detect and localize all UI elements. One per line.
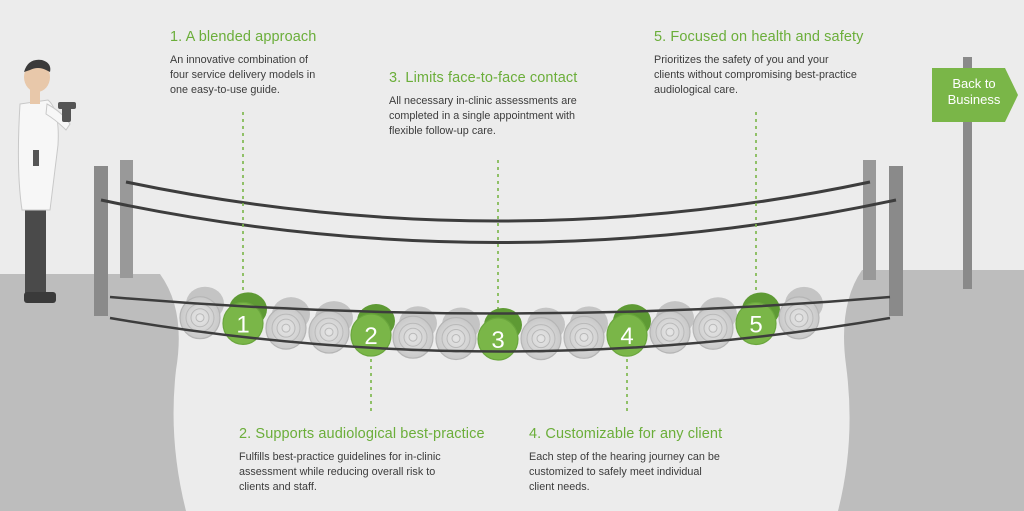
- step-5-title: 5. Focused on health and safety: [654, 29, 864, 45]
- step-1-title: 1. A blended approach: [170, 29, 317, 45]
- back-to-business-label: Back to Business: [932, 76, 1016, 108]
- sign-line-2: Business: [947, 92, 1001, 107]
- step-5-log: 5: [735, 292, 780, 346]
- step-3-line-3: flexible follow-up care.: [389, 125, 496, 137]
- bridge-log: [692, 297, 737, 350]
- step-1-line-3: one easy-to-use guide.: [170, 84, 280, 96]
- bridge-log: [435, 307, 480, 361]
- step-2-number: 2: [364, 323, 377, 350]
- bridge-logs: 1 2 3 4 5: [179, 286, 823, 361]
- step-4-number: 4: [620, 323, 633, 350]
- step-3-caption: 3. Limits face-to-face contact All neces…: [389, 70, 619, 139]
- step-4-description: Each step of the hearing journey can be …: [529, 450, 744, 495]
- step-4-line-3: client needs.: [529, 481, 590, 493]
- deck-rope-top: [109, 295, 891, 315]
- step-3-log: 3: [477, 307, 522, 361]
- deck-rope-bottom: [109, 316, 891, 353]
- left-cliff: [0, 274, 186, 511]
- step-1-number: 1: [236, 311, 249, 338]
- step-2-description: Fulfills best-practice guidelines for in…: [239, 450, 489, 495]
- step-5-line-3: audiological care.: [654, 84, 739, 96]
- step-2-caption: 2. Supports audiological best-practice F…: [239, 426, 489, 495]
- step-3-line-2: completed in a single appointment with: [389, 110, 576, 122]
- bridge-log: [563, 306, 608, 359]
- bridge-log: [778, 286, 823, 340]
- right-post-back: [863, 160, 876, 280]
- step-5-description: Prioritizes the safety of you and your c…: [654, 53, 894, 98]
- step-4-line-2: customized to safely meet individual: [529, 466, 702, 478]
- step-4-caption: 4. Customizable for any client Each step…: [529, 426, 744, 495]
- step-1-log: 1: [222, 292, 267, 345]
- step-5-caption: 5. Focused on health and safety Prioriti…: [654, 29, 894, 98]
- lower-hand-rope: [100, 198, 897, 244]
- right-cliff: [838, 270, 1024, 511]
- step-1-line-2: four service delivery models in: [170, 69, 316, 81]
- step-2-title: 2. Supports audiological best-practice: [239, 426, 485, 442]
- step-3-title: 3. Limits face-to-face contact: [389, 70, 578, 86]
- step-3-line-1: All necessary in-clinic assessments are: [389, 95, 577, 107]
- step-4-title: 4. Customizable for any client: [529, 426, 723, 442]
- doctor-figure: [17, 59, 76, 303]
- left-post-front: [94, 166, 108, 316]
- step-2-line-2: assessment while reducing overall risk t…: [239, 466, 436, 478]
- sign-post: [963, 57, 972, 289]
- step-3-description: All necessary in-clinic assessments are …: [389, 94, 619, 139]
- guide-lines: [242, 112, 757, 412]
- step-2-line-3: clients and staff.: [239, 481, 317, 493]
- bridge-log: [520, 307, 565, 361]
- right-post-front: [889, 166, 903, 316]
- bridge-log: [265, 297, 310, 350]
- step-5-line-2: clients without compromising best-practi…: [654, 69, 857, 81]
- step-4-line-1: Each step of the hearing journey can be: [529, 451, 720, 463]
- bridge-log: [392, 306, 437, 359]
- step-5-line-1: Prioritizes the safety of you and your: [654, 54, 829, 66]
- step-1-line-1: An innovative combination of: [170, 54, 309, 66]
- left-post-back: [120, 160, 133, 278]
- upper-hand-rope: [125, 180, 871, 223]
- step-5-number: 5: [749, 311, 762, 338]
- step-3-number: 3: [491, 327, 504, 354]
- step-2-line-1: Fulfills best-practice guidelines for in…: [239, 451, 441, 463]
- sign-line-1: Back to: [952, 76, 996, 91]
- step-1-caption: 1. A blended approach An innovative comb…: [170, 29, 345, 98]
- back-to-business-sign: [932, 68, 1018, 122]
- step-1-description: An innovative combination of four servic…: [170, 53, 345, 98]
